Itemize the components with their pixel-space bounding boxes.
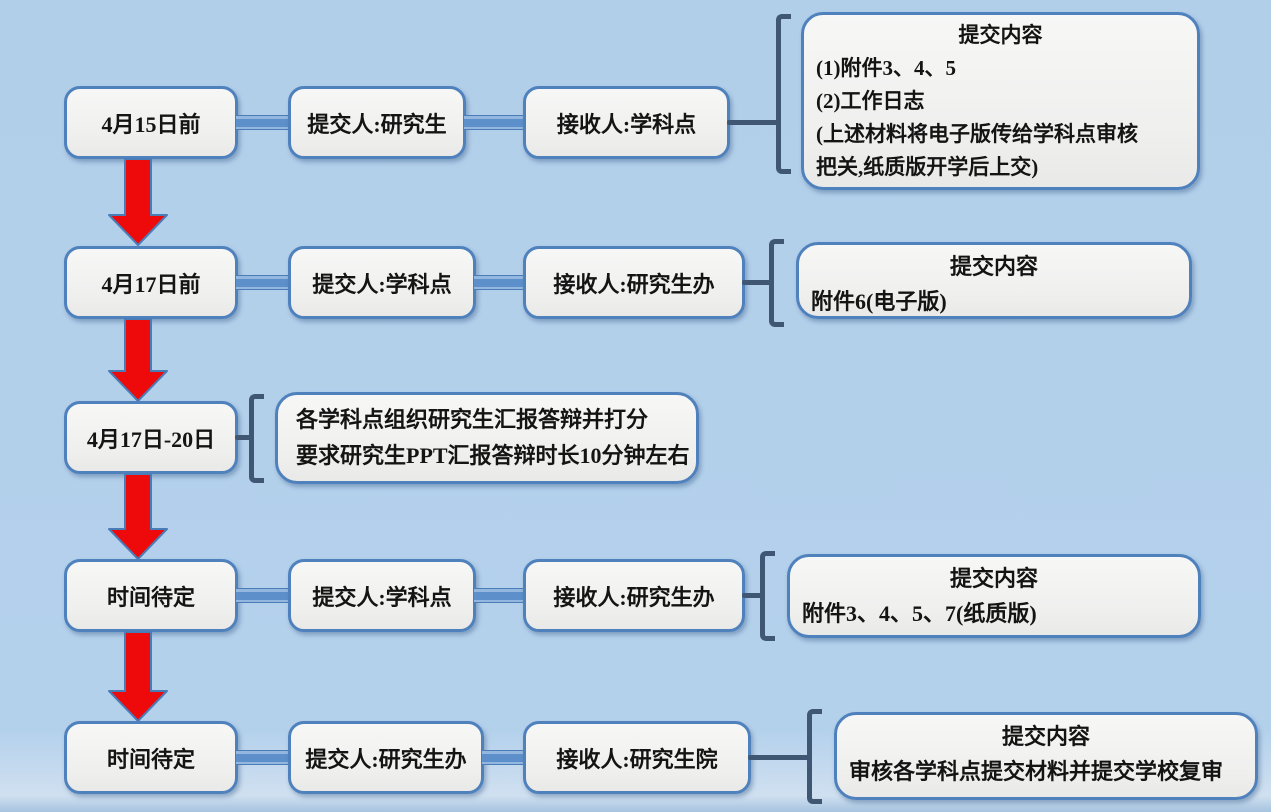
connector-line bbox=[463, 115, 526, 130]
date-box: 4月17日前 bbox=[64, 246, 238, 319]
connector-line bbox=[235, 750, 291, 765]
content-box: 提交内容 附件6(电子版) bbox=[796, 242, 1192, 319]
connector-line bbox=[473, 588, 526, 603]
content-line: (1)附件3、4、5 bbox=[816, 56, 956, 80]
down-arrow-icon bbox=[108, 318, 168, 402]
content-line: (上述材料将电子版传给学科点审核 bbox=[816, 122, 1138, 146]
receiver-label: 接收人:研究生办 bbox=[553, 584, 715, 610]
submitter-label: 提交人:研究生办 bbox=[305, 746, 467, 772]
receiver-label: 接收人:学科点 bbox=[556, 111, 697, 137]
date-box: 时间待定 bbox=[64, 721, 238, 794]
bracket-stub-line bbox=[748, 755, 811, 760]
submitter-label: 提交人:学科点 bbox=[312, 584, 452, 610]
down-arrow-icon bbox=[108, 158, 168, 246]
content-title: 提交内容 bbox=[958, 23, 1043, 47]
bracket-stub-line bbox=[235, 435, 254, 440]
submitter-box: 提交人:研究生办 bbox=[288, 721, 484, 794]
content-title: 提交内容 bbox=[949, 254, 1038, 279]
date-box: 4月15日前 bbox=[64, 86, 238, 159]
date-box: 4月17日-20日 bbox=[64, 401, 238, 474]
down-arrow-icon bbox=[108, 631, 168, 722]
content-box: 提交内容 附件3、4、5、7(纸质版) bbox=[787, 554, 1201, 638]
content-line: 附件3、4、5、7(纸质版) bbox=[802, 601, 1037, 626]
content-box: 提交内容 审核各学科点提交材料并提交学校复审 bbox=[834, 712, 1258, 800]
content-line: 审核各学科点提交材料并提交学校复审 bbox=[849, 759, 1224, 784]
bracket-stub-line bbox=[742, 593, 764, 598]
receiver-box: 接收人:研究生办 bbox=[523, 559, 745, 632]
left-bracket-icon bbox=[769, 239, 784, 327]
submitter-label: 提交人:学科点 bbox=[312, 271, 452, 297]
date-label: 4月15日前 bbox=[101, 111, 201, 137]
left-bracket-icon bbox=[776, 14, 791, 174]
date-box: 时间待定 bbox=[64, 559, 238, 632]
left-bracket-icon bbox=[249, 394, 264, 483]
connector-line bbox=[235, 275, 291, 290]
receiver-box: 接收人:研究生办 bbox=[523, 246, 745, 319]
content-line: 把关,纸质版开学后上交) bbox=[816, 155, 1039, 179]
content-box: 提交内容 (1)附件3、4、5 (2)工作日志 (上述材料将电子版传给学科点审核… bbox=[801, 12, 1200, 190]
left-bracket-icon bbox=[760, 551, 775, 641]
submitter-box: 提交人:研究生 bbox=[288, 86, 466, 159]
content-box: 各学科点组织研究生汇报答辩并打分 要求研究生PPT汇报答辩时长10分钟左右 bbox=[275, 392, 699, 484]
content-line: (2)工作日志 bbox=[816, 89, 925, 113]
receiver-box: 接收人:研究生院 bbox=[523, 721, 751, 794]
date-label: 时间待定 bbox=[106, 746, 195, 772]
date-label: 4月17日前 bbox=[101, 271, 201, 297]
submitter-label: 提交人:研究生 bbox=[307, 111, 447, 137]
receiver-box: 接收人:学科点 bbox=[523, 86, 730, 159]
content-line: 要求研究生PPT汇报答辩时长10分钟左右 bbox=[296, 443, 690, 468]
down-arrow-icon bbox=[108, 473, 168, 560]
connector-line bbox=[235, 588, 291, 603]
content-line: 各学科点组织研究生汇报答辩并打分 bbox=[296, 407, 649, 432]
connector-line bbox=[473, 275, 526, 290]
submitter-box: 提交人:学科点 bbox=[288, 246, 476, 319]
content-title: 提交内容 bbox=[1001, 724, 1090, 749]
content-line: 附件6(电子版) bbox=[811, 289, 947, 314]
date-label: 时间待定 bbox=[106, 584, 195, 610]
left-bracket-icon bbox=[807, 709, 822, 804]
connector-line bbox=[481, 750, 526, 765]
date-label: 4月17日-20日 bbox=[86, 426, 216, 452]
bracket-stub-line bbox=[727, 120, 779, 125]
submitter-box: 提交人:学科点 bbox=[288, 559, 476, 632]
bracket-stub-line bbox=[742, 280, 773, 285]
receiver-label: 接收人:研究生办 bbox=[553, 271, 715, 297]
connector-line bbox=[235, 115, 291, 130]
content-title: 提交内容 bbox=[949, 566, 1038, 591]
receiver-label: 接收人:研究生院 bbox=[556, 746, 718, 772]
